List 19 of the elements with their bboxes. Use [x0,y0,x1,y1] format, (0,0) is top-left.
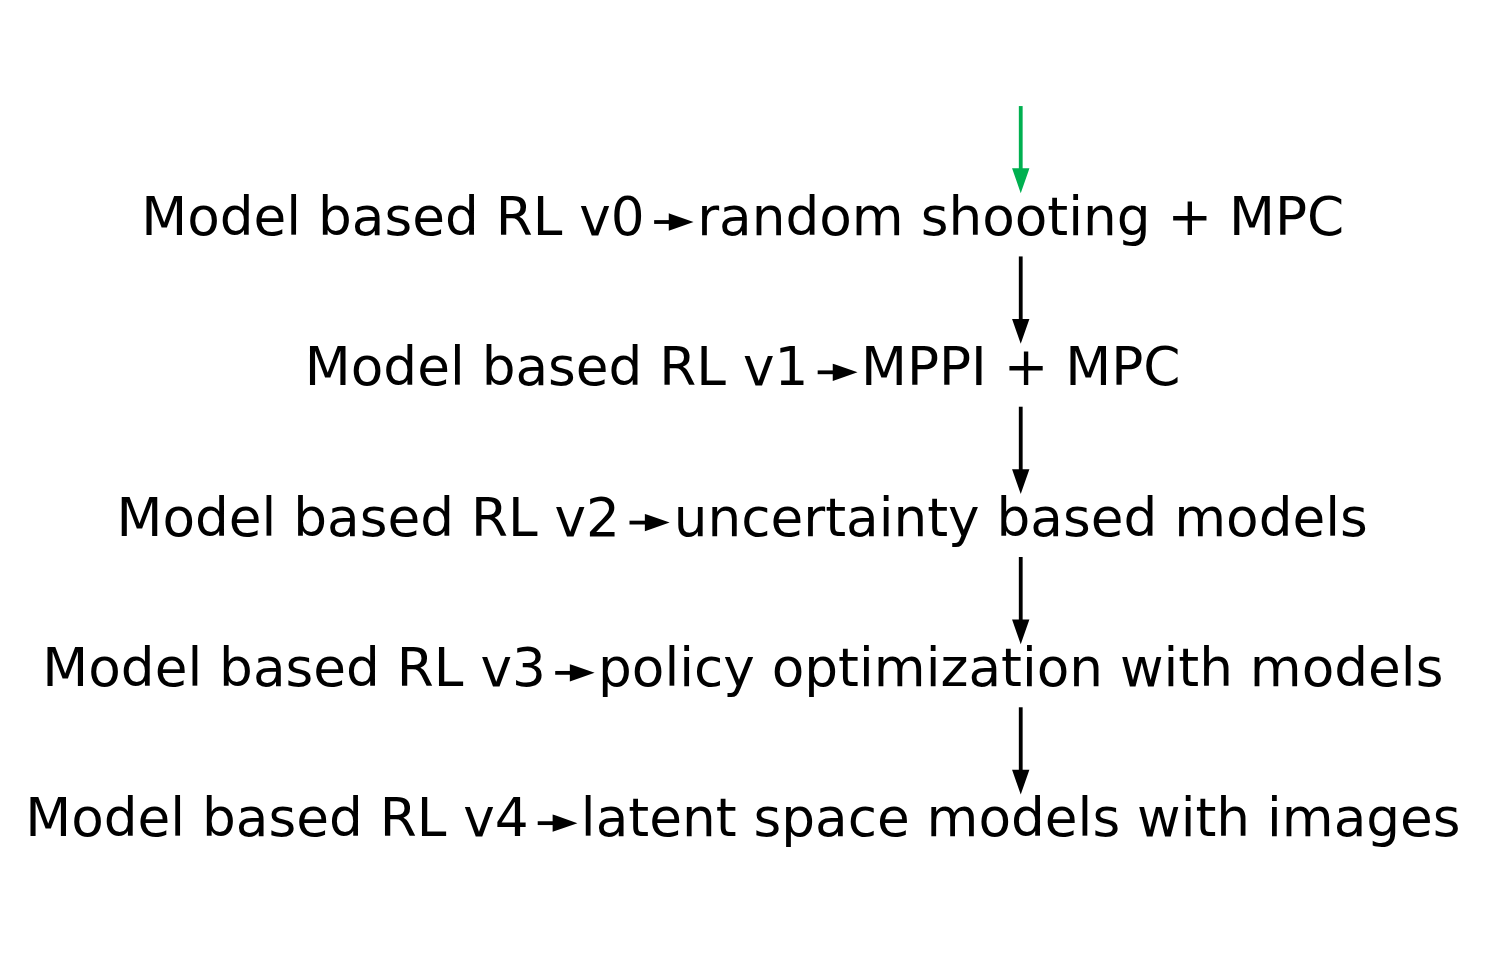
node-text: policy optimization with models [598,636,1444,699]
node-text: Model based RL v4 [25,787,529,850]
arrow [1012,557,1030,645]
arrow [1012,707,1030,795]
arrow [1012,106,1030,194]
node-text: Model based RL v3 [42,636,546,699]
arrow [555,664,595,682]
node-text: random shooting + MPC [697,186,1345,249]
node-text: Model based RL v1 [304,336,809,399]
arrow [654,213,694,231]
arrow [1012,256,1030,344]
node-text: uncertainty based models [673,486,1368,549]
node-text: MPPI + MPC [860,336,1181,399]
arrow [817,363,858,381]
node-text: latent space models with images [580,787,1461,850]
node-text: Model based RL v0 [141,186,645,249]
arrow [537,814,578,832]
node-text: Model based RL v2 [116,486,620,549]
arrow [1012,406,1030,494]
